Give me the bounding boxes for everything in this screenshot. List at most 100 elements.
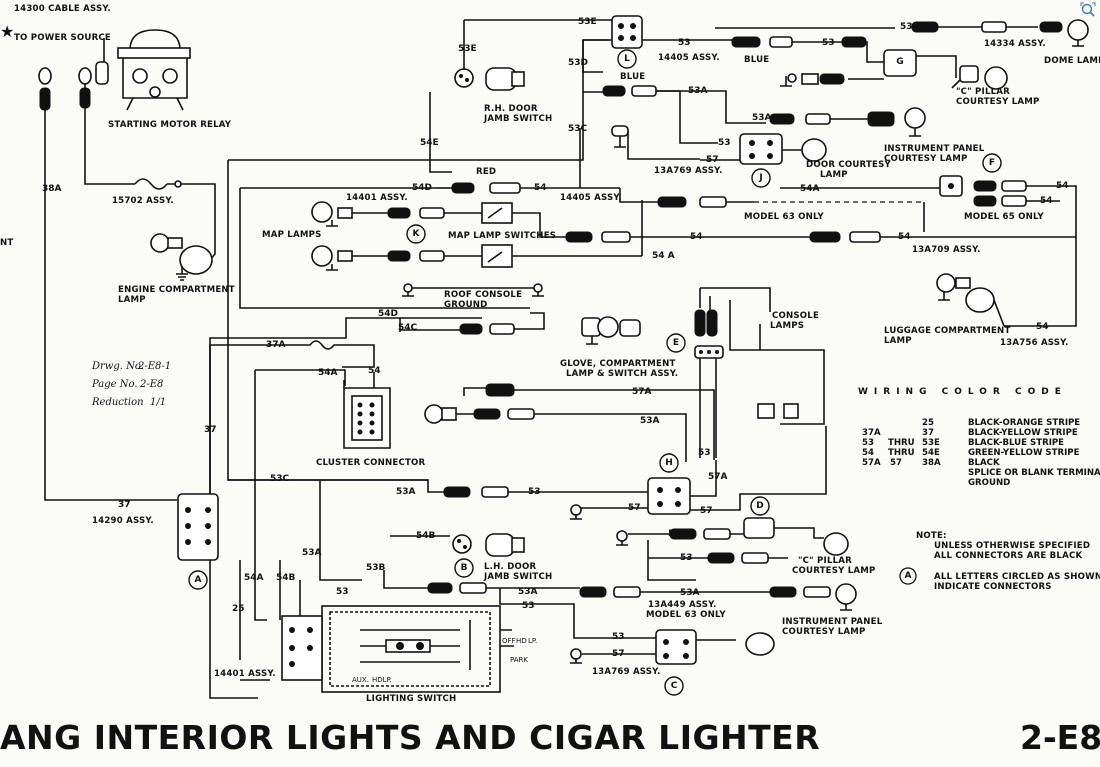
cc-row2-c3: 53E	[922, 438, 940, 448]
note-label: NOTE:	[916, 531, 947, 541]
ip-courtesy-top-label-1: INSTRUMENT PANEL	[884, 144, 985, 154]
wire-53a-mid: 53A	[640, 416, 660, 426]
assy-14290-label: 14290 ASSY.	[92, 516, 154, 526]
wire-53a-b: 53A	[688, 86, 708, 96]
page-number: 2-E8	[1020, 718, 1100, 757]
assy-13a756-label: 13A756 ASSY.	[1000, 338, 1069, 348]
c-pillar-low-label-1: "C" PILLAR	[798, 556, 852, 566]
wire-57-h1: 57	[628, 503, 641, 513]
connector-l-letter: L	[624, 54, 630, 64]
engine-compartment-lamp-symbol	[150, 233, 213, 281]
wire-54b: 54B	[416, 531, 436, 541]
lighting-switch-symbol	[281, 605, 514, 693]
connector-e-letter: E	[672, 338, 680, 348]
starting-motor-relay-label: STARTING MOTOR RELAY	[108, 120, 232, 130]
wire-37a: 37A	[266, 340, 286, 350]
cc-row4-c3: 38A	[922, 458, 941, 468]
c-pillar-low-label-2: COURTESY LAMP	[792, 566, 876, 576]
roof-console-label-1: ROOF CONSOLE	[444, 290, 523, 300]
dome-lamp-label: DOME LAMP	[1044, 56, 1100, 66]
wire-25: 25	[232, 604, 245, 614]
cc-row4-c1: 57A	[862, 458, 881, 468]
cc-row6-desc: GROUND	[968, 478, 1011, 488]
wire-54a-mid: 54A	[800, 184, 820, 194]
cc-row1-c1: 37A	[862, 428, 881, 438]
wire-53-a: 53	[678, 38, 691, 48]
assy-13a769-top-label: 13A769 ASSY.	[654, 166, 723, 176]
wire-57-c1: 57	[612, 649, 625, 659]
partial-left-label: NT	[0, 238, 14, 248]
note-line4: INDICATE CONNECTORS	[934, 582, 1052, 592]
door-courtesy-label-1: DOOR COURTESY	[806, 160, 891, 170]
wire-54-cl: 54	[368, 366, 381, 376]
wire-54-red: 54	[534, 183, 547, 193]
wire-54c: 54C	[398, 323, 418, 333]
wire-53-b2: 53	[522, 601, 535, 611]
drwg-no-label: Drwg. No.	[92, 361, 144, 372]
wire-57a-h: 57A	[708, 472, 728, 482]
wire-54d-low: 54D	[378, 309, 398, 319]
connector-a-letter: A	[194, 575, 202, 585]
page-no-label: Page No.	[92, 379, 138, 390]
drwg-no-value: 2-E8-1	[138, 361, 172, 372]
wire-37-low: 37	[118, 500, 131, 510]
lh-door-label-2: JAMB SWITCH	[484, 572, 553, 582]
console-lamps-label-1: CONSOLE	[772, 311, 820, 321]
glove-label-1: GLOVE, COMPARTMENT	[560, 359, 676, 369]
wire-53a-low: 53A	[396, 487, 416, 497]
cc-row3-c1: 54	[862, 448, 874, 458]
luggage-label-1: LUGGAGE COMPARTMENT	[884, 326, 1011, 336]
to-power-label: TO POWER SOURCE	[14, 33, 111, 43]
blue-mid-label: BLUE	[744, 55, 770, 65]
assy-14405-mid-label: 14405 ASSY.	[560, 193, 622, 203]
wire-53-h: 53	[698, 448, 711, 458]
wire-54-map2: 54	[898, 232, 911, 242]
wire-54-right1: 54	[1056, 181, 1069, 191]
ip-courtesy-low-label-1: INSTRUMENT PANEL	[782, 617, 883, 627]
wire-38a: 38A	[42, 184, 62, 194]
assy-14401-top-label: 14401 ASSY.	[346, 193, 408, 203]
cc-row4-desc: BLACK	[968, 458, 1000, 468]
wire-53c-low: 53C	[270, 474, 290, 484]
cc-row2-desc: BLACK-BLUE STRIPE	[968, 438, 1065, 448]
map-lamp-switches-label: MAP LAMP SWITCHES	[448, 231, 557, 241]
page-title: ANG INTERIOR LIGHTS AND CIGAR LIGHTER	[0, 718, 821, 757]
cc-row3-c2: THRU	[888, 448, 915, 458]
cc-row0-desc: BLACK-ORANGE STRIPE	[968, 418, 1081, 428]
note-line3: ALL LETTERS CIRCLED AS SHOWN	[934, 572, 1100, 582]
cluster-connector-label: CLUSTER CONNECTOR	[316, 458, 426, 468]
c-pillar-top-label-2: COURTESY LAMP	[956, 97, 1040, 107]
wire-54b-sw: 54B	[276, 573, 296, 583]
engine-lamp-label-2: LAMP	[118, 295, 146, 305]
wire-53-b: 53	[822, 38, 835, 48]
wire-57a: 57A	[632, 387, 652, 397]
assy-13a769-low-label: 13A769 ASSY.	[592, 667, 661, 677]
cc-row5-desc: SPLICE OR BLANK TERMINAL	[968, 468, 1100, 478]
lighting-switch-label: LIGHTING SWITCH	[366, 694, 457, 704]
wire-54-lug: 54	[1036, 322, 1049, 332]
assy-14334-label: 14334 ASSY.	[984, 39, 1046, 49]
cc-row0-c3: 25	[922, 418, 934, 428]
wire-53b: 53B	[366, 563, 386, 573]
wire-54a-map: 54 A	[652, 251, 675, 261]
wire-57-h2: 57	[700, 506, 713, 516]
model63-top-label: MODEL 63 ONLY	[744, 212, 824, 222]
connector-c-letter: C	[670, 681, 678, 691]
wire-53-c: 53	[718, 138, 731, 148]
wire-53-c1: 53	[612, 632, 625, 642]
cluster-connector-symbol	[343, 372, 391, 449]
cc-row3-desc: GREEN-YELLOW STRIPE	[968, 448, 1080, 458]
wire-53-d: 53	[680, 553, 693, 563]
note-line2: ALL CONNECTORS ARE BLACK	[934, 551, 1083, 561]
engine-lamp-label-1: ENGINE COMPARTMENT	[118, 285, 235, 295]
wire-53a-c: 53A	[752, 113, 772, 123]
zoom-icon[interactable]	[1080, 2, 1096, 18]
cable-assy-label: 14300 CABLE ASSY.	[14, 4, 111, 14]
color-code-title: WIRING COLOR CODE	[858, 387, 1067, 397]
switch-hdlp-label: HDLP.	[372, 676, 392, 684]
model65-label: MODEL 65 ONLY	[964, 212, 1044, 222]
cc-row4-c2: 57	[890, 458, 902, 468]
star-icon: ★	[0, 22, 15, 41]
switch-lp-label: LP.	[528, 637, 538, 645]
wire-54d: 54D	[412, 183, 432, 193]
